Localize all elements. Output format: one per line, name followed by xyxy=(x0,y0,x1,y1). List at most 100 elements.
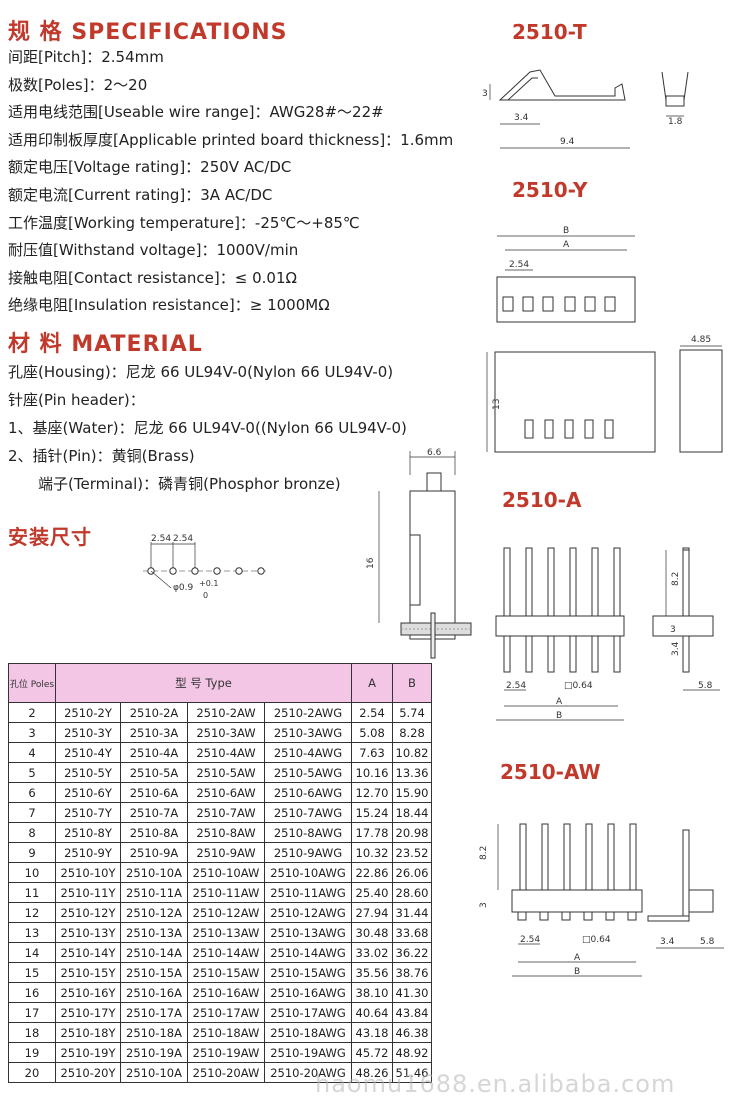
table-cell: 2.54 xyxy=(351,702,393,723)
table-cell: 2510-18Y xyxy=(55,1022,121,1043)
table-cell: 20 xyxy=(8,1062,56,1083)
table-cell: 10 xyxy=(8,862,56,883)
y-b-label: B xyxy=(563,226,569,236)
table-cell: 2510-12AW xyxy=(187,902,265,923)
y-a-label: A xyxy=(563,240,570,250)
table-cell: 2510-17Y xyxy=(55,1002,121,1023)
material-line: 1、基座(Water)：尼龙 66 UL94V-0((Nylon 66 UL94… xyxy=(8,419,407,437)
a-b-label: B xyxy=(556,711,562,721)
table-cell: 25.40 xyxy=(351,882,393,903)
header-a: A xyxy=(351,663,393,703)
drawing-2510-a: 2.54 □0.64 A B 8.2 3 3.4 5.8 xyxy=(495,547,720,721)
table-cell: 2510-18AW xyxy=(187,1022,265,1043)
table-cell: 2510-10AW xyxy=(187,862,265,883)
drawing-2510-t: 3 3.4 9.4 1.8 xyxy=(482,69,689,149)
t-height-label: 3 xyxy=(482,89,488,99)
table-cell: 2510-6AW xyxy=(187,782,265,803)
model-title-2510-aw: 2510-AW xyxy=(500,760,601,784)
table-cell: 10.82 xyxy=(392,742,432,763)
table-cell: 2510-20AW xyxy=(187,1062,265,1083)
install-tol-down: 0 xyxy=(203,591,208,600)
table-cell: 7 xyxy=(8,802,56,823)
spec-line: 适用印制板厚度[Applicable printed board thickne… xyxy=(8,130,454,149)
table-cell: 2510-6AWG xyxy=(264,782,352,803)
a-h1-label: 8.2 xyxy=(671,572,681,586)
table-cell: 35.56 xyxy=(351,962,393,983)
table-cell: 2510-13AWG xyxy=(264,922,352,943)
spec-line: 绝缘电阻[Insulation resistance]：≥ 1000MΩ xyxy=(8,296,330,315)
table-cell: 2510-20Y xyxy=(55,1062,121,1083)
table-cell: 2510-4Y xyxy=(55,742,121,763)
aw-a-label: A xyxy=(574,953,581,963)
table-cell: 2510-3AWG xyxy=(264,722,352,743)
table-cell: 2510-8AW xyxy=(187,822,265,843)
table-cell: 9 xyxy=(8,842,56,863)
table-cell: 2510-2A xyxy=(120,702,188,723)
table-cell: 2510-14A xyxy=(120,942,188,963)
table-cell: 2510-18A xyxy=(120,1022,188,1043)
table-cell: 41.30 xyxy=(392,982,432,1003)
table-cell: 2510-16AWG xyxy=(264,982,352,1003)
table-cell: 2510-13A xyxy=(120,922,188,943)
side-width-label: 6.6 xyxy=(427,448,442,458)
table-cell: 2510-4AWG xyxy=(264,742,352,763)
spec-line: 额定电压[Voltage rating]：250V AC/DC xyxy=(8,158,292,177)
table-cell: 8.28 xyxy=(392,722,432,743)
table-cell: 43.18 xyxy=(351,1022,393,1043)
table-cell: 15 xyxy=(8,962,56,983)
table-cell: 2510-13Y xyxy=(55,922,121,943)
install-tol-up: +0.1 xyxy=(199,579,218,588)
table-cell: 36.22 xyxy=(392,942,432,963)
y-height-label: 13 xyxy=(492,399,502,410)
table-cell: 18.44 xyxy=(392,802,432,823)
table-cell: 2510-5A xyxy=(120,762,188,783)
aw-pin-label: □0.64 xyxy=(582,935,611,945)
table-cell: 2510-14AW xyxy=(187,942,265,963)
table-cell: 30.48 xyxy=(351,922,393,943)
table-cell: 2510-15AW xyxy=(187,962,265,983)
install-title: 安装尺寸 xyxy=(8,525,92,549)
spec-line: 工作温度[Working temperature]：-25℃～+85℃ xyxy=(8,213,360,232)
side-height-label: 16 xyxy=(366,557,376,569)
table-cell: 16 xyxy=(8,982,56,1003)
install-hole-drawing: 2.54 2.54 φ0.9 +0.1 0 xyxy=(143,534,267,600)
t-length-label: 9.4 xyxy=(560,137,575,147)
table-cell: 2510-11A xyxy=(120,882,188,903)
table-cell: 2510-19A xyxy=(120,1042,188,1063)
table-cell: 2510-16Y xyxy=(55,982,121,1003)
table-cell: 2510-5AW xyxy=(187,762,265,783)
table-cell: 2510-11AW xyxy=(187,882,265,903)
table-cell: 48.92 xyxy=(392,1042,432,1063)
model-title-2510-a: 2510-A xyxy=(502,488,582,512)
table-cell: 40.64 xyxy=(351,1002,393,1023)
install-dim-b: 2.54 xyxy=(173,534,193,544)
table-cell: 2510-16AW xyxy=(187,982,265,1003)
table-cell: 2510-11AWG xyxy=(264,882,352,903)
table-cell: 2510-11Y xyxy=(55,882,121,903)
table-cell: 2510-15AWG xyxy=(264,962,352,983)
table-cell: 38.76 xyxy=(392,962,432,983)
table-cell: 2510-14Y xyxy=(55,942,121,963)
spec-line: 耐压值[Withstand voltage]：1000V/min xyxy=(8,241,299,260)
table-cell: 15.90 xyxy=(392,782,432,803)
aw-h1-label: 8.2 xyxy=(479,846,489,860)
table-cell: 4 xyxy=(8,742,56,763)
table-cell: 2510-2Y xyxy=(55,702,121,723)
table-cell: 2510-4A xyxy=(120,742,188,763)
header-poles: 孔位 Poles xyxy=(8,663,56,703)
table-cell: 46.38 xyxy=(392,1022,432,1043)
table-cell: 18 xyxy=(8,1022,56,1043)
table-cell: 2510-8Y xyxy=(55,822,121,843)
table-cell: 2510-9A xyxy=(120,842,188,863)
table-cell: 8 xyxy=(8,822,56,843)
table-cell: 2510-5Y xyxy=(55,762,121,783)
table-cell: 6 xyxy=(8,782,56,803)
